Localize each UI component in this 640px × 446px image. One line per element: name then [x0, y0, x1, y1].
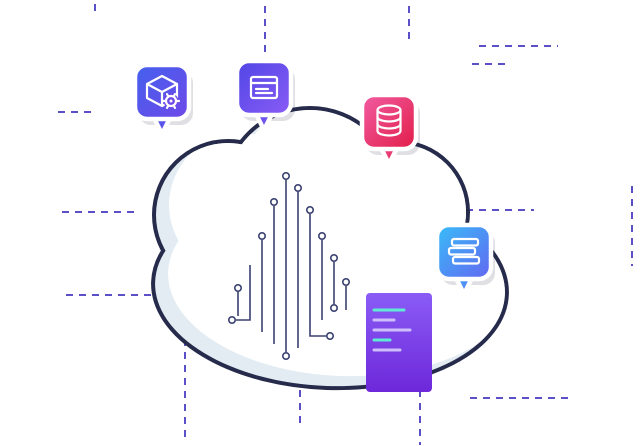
- circuit-node: [341, 277, 350, 286]
- circuit-nodes: [228, 172, 350, 360]
- pin-app-window: [234, 58, 295, 133]
- db-mid-disks: [376, 115, 402, 130]
- window-frame: [249, 75, 279, 100]
- stack-layer: [447, 246, 477, 256]
- circuit-traces: [236, 180, 347, 352]
- code-lines-icon: [372, 308, 412, 352]
- circuit-node: [257, 232, 266, 241]
- stack-layers-icon: [447, 237, 481, 265]
- stack-layer: [451, 255, 481, 265]
- circuit-node: [325, 331, 334, 340]
- gear-hub: [169, 99, 173, 103]
- circuit-node: [234, 283, 243, 292]
- circuit-trace: [236, 265, 251, 321]
- circuit-node: [329, 254, 338, 263]
- circuit-node: [228, 315, 237, 324]
- gear-teeth: [161, 93, 181, 109]
- pin-server-gear: [132, 62, 193, 137]
- stack-layer: [450, 237, 480, 247]
- pin-database: [359, 92, 420, 167]
- database-icon: [376, 104, 402, 137]
- code-panel-body: [366, 293, 432, 392]
- pin-body: [434, 222, 494, 282]
- pin-stack-layers: [434, 222, 495, 297]
- circuit-node: [269, 198, 278, 207]
- circuit-node: [317, 232, 326, 241]
- server-gear-icon: [145, 74, 181, 109]
- db-cylinder: [376, 108, 402, 137]
- circuit-node: [329, 303, 338, 312]
- window-content-lines: [254, 87, 274, 95]
- circuit-node: [293, 184, 302, 193]
- code-panel: [366, 293, 432, 392]
- circuit-node: [281, 351, 290, 360]
- app-window-icon: [249, 75, 279, 100]
- circuit-node: [281, 172, 290, 181]
- circuit-node: [305, 206, 314, 215]
- circuit-trace: [309, 214, 326, 337]
